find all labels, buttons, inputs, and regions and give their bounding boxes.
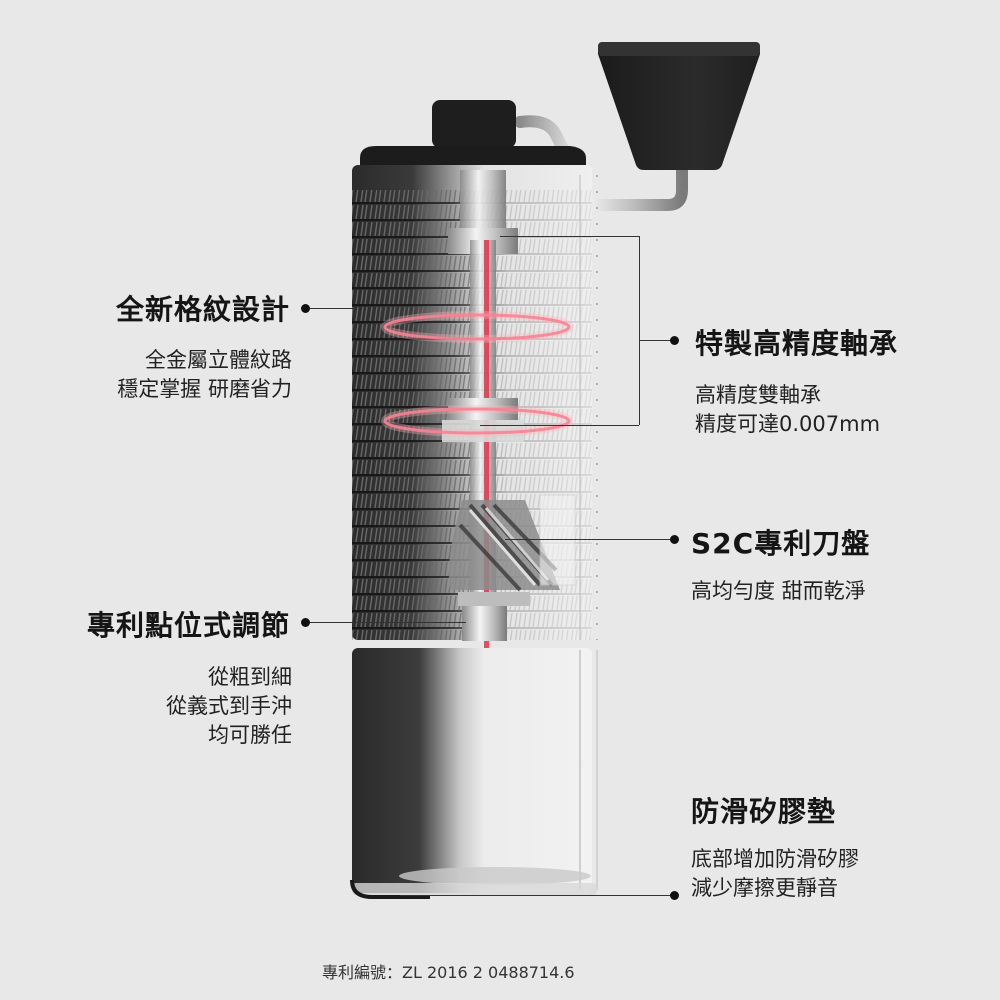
feature-burr-title: S2C專利刀盤: [691, 527, 871, 560]
desc-line: 均可勝任: [208, 723, 292, 747]
desc-line: 底部增加防滑矽膠: [691, 847, 859, 871]
desc-line: 從粗到細: [208, 665, 292, 689]
feature-texture-desc: 全金屬立體紋路 穩定掌握 研磨省力: [117, 346, 292, 404]
feature-silicone-title: 防滑矽膠墊: [691, 795, 837, 828]
desc-line: 精度可達0.007mm: [695, 412, 881, 436]
connector-silicone: [400, 895, 675, 896]
connector-bearing-h2: [480, 425, 639, 426]
feature-adjust-desc: 從粗到細 從義式到手沖 均可勝任: [166, 663, 292, 750]
feature-bearing-desc: 高精度雙軸承 精度可達0.007mm: [695, 381, 880, 439]
connector-bearing-h1: [500, 236, 639, 237]
connector-bearing-v: [639, 236, 640, 425]
connector-adjust: [306, 622, 466, 623]
feature-texture-title: 全新格紋設計: [115, 293, 290, 326]
feature-adjust-title: 專利點位式調節: [86, 609, 290, 642]
desc-line: 從義式到手沖: [166, 694, 292, 718]
desc-line: 減少摩擦更靜音: [691, 876, 838, 900]
dot-silicone: [670, 891, 679, 900]
feature-silicone: 防滑矽膠墊: [691, 790, 836, 830]
feature-bearing: 特製高精度軸承: [695, 322, 898, 362]
desc-line: 穩定掌握 研磨省力: [117, 377, 292, 401]
patent-number: 專利編號：ZL 2016 2 0488714.6: [322, 963, 575, 982]
desc-line: 全金屬立體紋路: [145, 348, 292, 372]
connector-bearing-out: [639, 340, 675, 341]
desc-line: 高均勻度 甜而乾淨: [691, 579, 866, 603]
dot-bearing: [670, 336, 679, 345]
feature-bearing-title: 特製高精度軸承: [695, 327, 899, 360]
dot-adjust: [301, 618, 310, 627]
dot-texture: [301, 304, 310, 313]
feature-burr: S2C專利刀盤: [691, 522, 870, 562]
feature-silicone-desc: 底部增加防滑矽膠 減少摩擦更靜音: [691, 845, 859, 903]
feature-burr-desc: 高均勻度 甜而乾淨: [691, 577, 866, 606]
dot-burr: [670, 535, 679, 544]
feature-texture: 全新格紋設計: [116, 288, 290, 328]
connector-texture: [306, 308, 356, 309]
feature-adjust: 專利點位式調節: [87, 604, 290, 644]
connector-burr: [505, 539, 675, 540]
desc-line: 高精度雙軸承: [695, 383, 821, 407]
